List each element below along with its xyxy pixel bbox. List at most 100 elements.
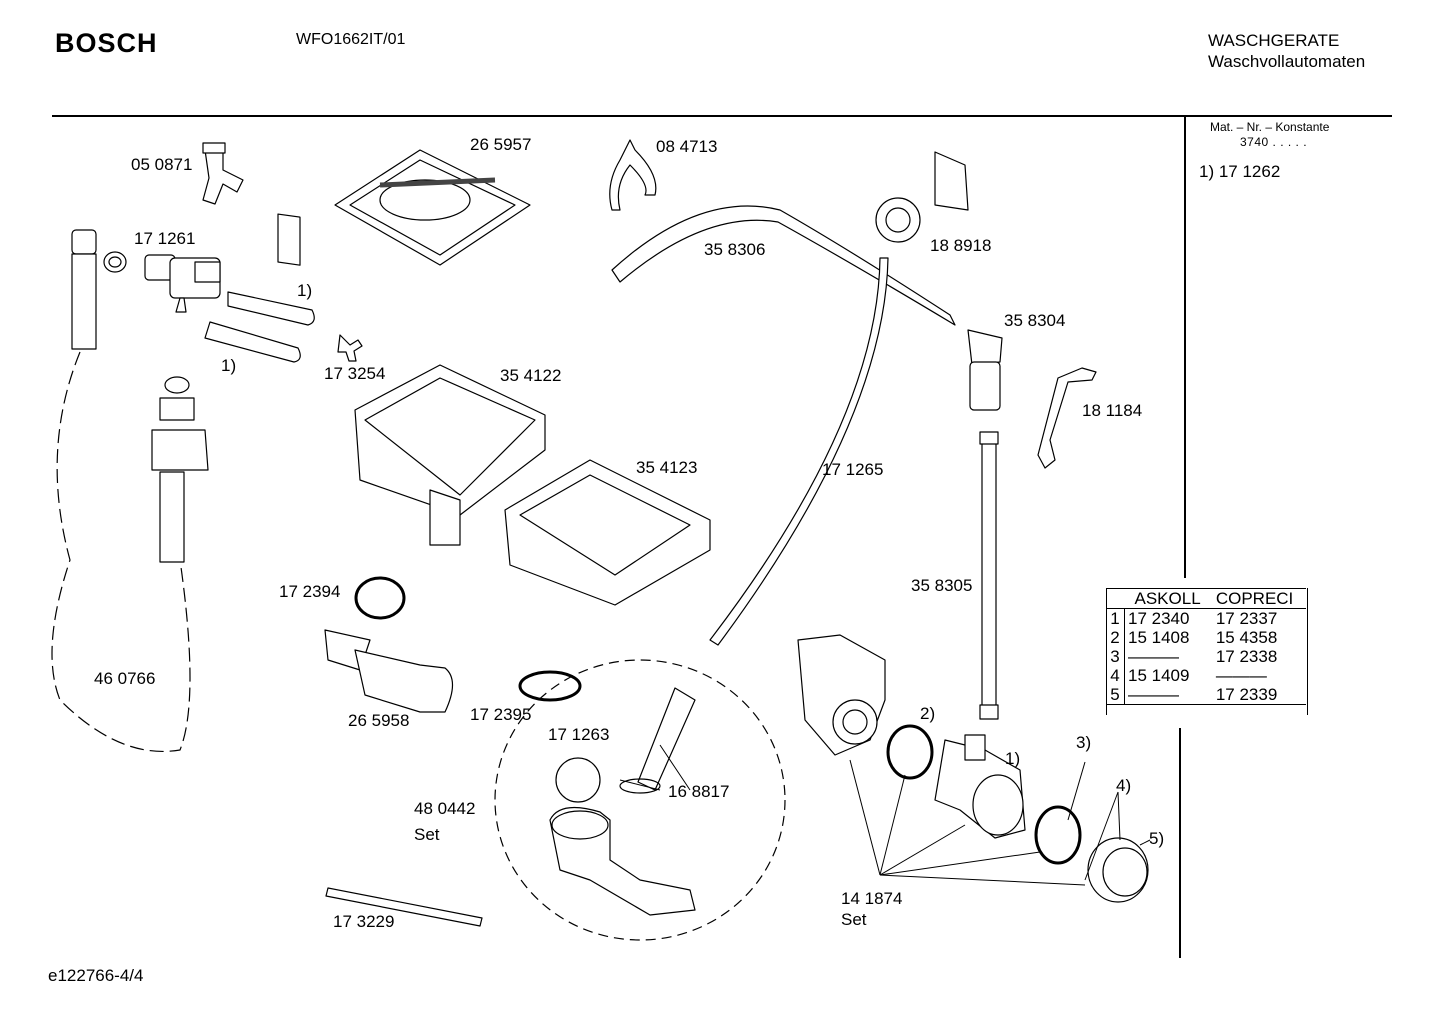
askoll-cell: ———	[1128, 647, 1179, 666]
dispenser-support-part	[334, 149, 531, 266]
part-label[interactable]: 46 0766	[94, 669, 156, 688]
seal-ring-part	[354, 576, 406, 620]
part-label[interactable]: 26 5958	[348, 711, 410, 730]
part-label[interactable]: 16 8817	[668, 782, 730, 801]
konstante-label: Mat. – Nr. – Konstante	[1210, 120, 1330, 134]
part-label[interactable]: 17 1265	[822, 460, 884, 479]
copreci-cell[interactable]: 17 2338	[1215, 647, 1278, 666]
askoll-cell[interactable]: 17 2340	[1128, 609, 1190, 628]
part-label[interactable]: 17 3254	[324, 364, 386, 383]
part-label[interactable]: 48 0442	[414, 799, 476, 818]
row-index: 4	[1106, 666, 1125, 685]
part-label[interactable]: 18 1184	[1082, 401, 1143, 420]
askoll-cell[interactable]: 15 1408	[1128, 628, 1190, 647]
table-row: 5 ——— 17 2339	[1106, 685, 1306, 705]
part-label[interactable]: 35 4123	[636, 458, 698, 477]
part-label[interactable]: 17 1261	[134, 229, 196, 248]
part-label[interactable]: 35 8306	[704, 240, 766, 259]
part-label[interactable]: 05 0871	[131, 155, 193, 174]
pressure-hose-part	[709, 257, 889, 646]
long-hose-part	[611, 205, 956, 326]
leader-line	[659, 744, 691, 791]
table-row: 4 15 1409 ———	[1106, 666, 1306, 685]
part-label[interactable]: 17 2394	[279, 582, 341, 601]
table-header-row: ASKOLL COPRECI	[1106, 588, 1306, 609]
leader-line	[849, 759, 881, 876]
short-hose-part	[227, 291, 315, 326]
inlet-valve-part	[103, 251, 221, 313]
sump-part	[549, 806, 696, 916]
leader-line	[1139, 839, 1151, 846]
pump-seal-part	[886, 724, 934, 780]
part-label[interactable]: 35 8304	[1004, 311, 1066, 330]
reference-marker: 2)	[920, 704, 936, 723]
table-header-copreci: COPRECI	[1215, 589, 1294, 608]
copreci-cell[interactable]: 15 4358	[1215, 628, 1278, 647]
part-label[interactable]: 18 8918	[930, 236, 992, 255]
document-id: e122766-4/4	[48, 966, 144, 985]
reference-marker: 3)	[1076, 733, 1092, 752]
table-row: 1 17 2340 17 2337	[1106, 608, 1306, 628]
reference-marker: 4)	[1116, 776, 1132, 795]
copreci-cell[interactable]: 17 2337	[1215, 609, 1278, 628]
part-label[interactable]: 26 5957	[470, 135, 532, 154]
row-index: 1	[1106, 608, 1125, 628]
filter-part	[1087, 837, 1149, 903]
filter-seal-part	[1034, 805, 1082, 865]
bracket-rod-part	[1037, 367, 1097, 469]
copreci-cell: ———	[1215, 666, 1267, 685]
bellows-part	[324, 629, 454, 713]
table-header-index	[1106, 589, 1125, 609]
short-hose-part-2	[204, 321, 301, 363]
reference-marker: 1)	[297, 281, 313, 300]
askoll-cell[interactable]: 15 1409	[1128, 666, 1190, 685]
footnote-1: 1) 17 1262	[1199, 162, 1281, 181]
seal-ring-part-2	[518, 670, 582, 702]
drain-hose-part	[979, 431, 999, 720]
reference-marker: 1)	[221, 356, 237, 375]
leader-line	[1084, 791, 1119, 881]
table-header-askoll: ASKOLL	[1134, 589, 1201, 608]
leader-line	[879, 874, 1086, 886]
category-subtitle: Waschvollautomaten	[1208, 52, 1366, 71]
part-label[interactable]: 08 4713	[656, 137, 718, 156]
y-piece-part	[337, 334, 363, 362]
row-index: 2	[1106, 628, 1125, 647]
part-label[interactable]: 17 1263	[548, 725, 610, 744]
inlet-hose-part	[51, 229, 191, 752]
reference-marker: 1)	[1005, 749, 1021, 768]
drain-pump-part	[797, 634, 886, 756]
table-row: 2 15 1408 15 4358	[1106, 628, 1306, 647]
pressure-switch-part	[875, 151, 969, 243]
leader-line	[879, 851, 1041, 876]
set-label: Set	[414, 825, 440, 844]
brand-logo: BOSCH	[55, 28, 158, 58]
part-label[interactable]: 35 4122	[500, 366, 562, 385]
pump-housing-part	[934, 734, 1026, 839]
copreci-cell[interactable]: 17 2339	[1212, 685, 1306, 705]
part-label[interactable]: 14 1874	[841, 889, 903, 908]
leader-line	[879, 774, 906, 876]
soap-drawer-part	[504, 459, 711, 606]
row-index: 3	[1106, 647, 1125, 666]
heater-part	[555, 687, 696, 803]
askoll-cell: ———	[1124, 685, 1213, 705]
hook-part	[609, 139, 657, 211]
part-label[interactable]: 17 2395	[470, 705, 532, 724]
leader-line	[1067, 761, 1086, 821]
table-row: 3 ——— 17 2338	[1106, 647, 1306, 666]
air-trap-part	[967, 329, 1003, 411]
category-title: WASCHGERATE	[1208, 31, 1340, 50]
part-label[interactable]: 17 3229	[333, 912, 395, 931]
part-label[interactable]: 35 8305	[911, 576, 973, 595]
set-label: Set	[841, 910, 867, 929]
reference-marker: 5)	[1149, 829, 1165, 848]
konstante-value: 3740 . . . . .	[1240, 135, 1308, 149]
leader-line	[1117, 791, 1121, 841]
row-index: 5	[1106, 685, 1125, 705]
variant-table: ASKOLL COPRECI 1 17 2340 17 2337 2 15 14…	[1106, 588, 1306, 705]
small-hose-part	[325, 887, 483, 927]
sump-set-outline	[494, 659, 786, 941]
leader-line	[619, 779, 661, 791]
